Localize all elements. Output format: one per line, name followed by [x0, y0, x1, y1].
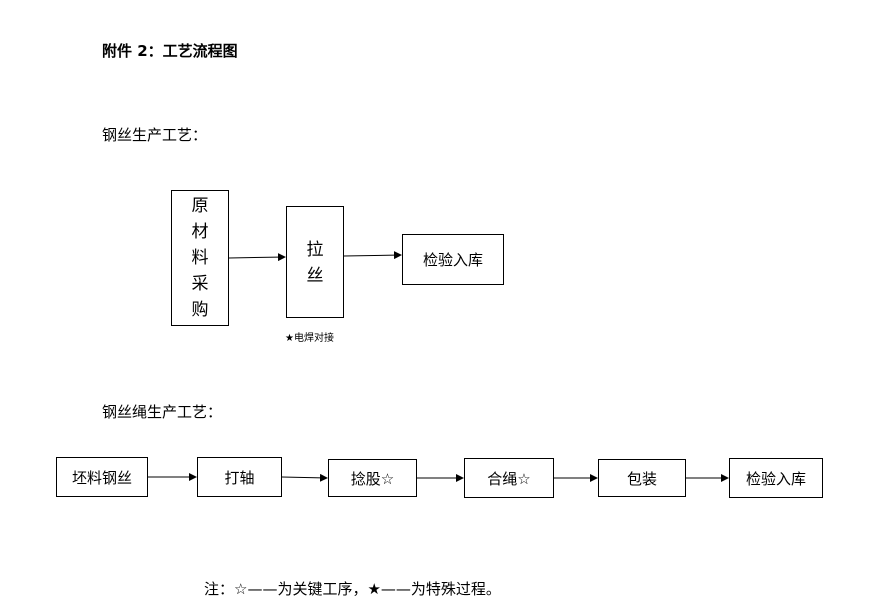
rope-step-label: 坯料钢丝	[71, 468, 132, 487]
rope-step-label: 捻股☆	[350, 469, 395, 488]
raw-material-char: 材	[191, 222, 209, 242]
rope-step-box: 包装	[598, 459, 686, 497]
rope-step-box: 打轴	[197, 457, 282, 497]
rope-step-label: 打轴	[224, 468, 255, 487]
rope-step-box: 坯料钢丝	[56, 457, 148, 497]
wire-inspection-box: 检验入库	[402, 234, 504, 285]
flow-arrow	[228, 253, 286, 262]
rope-step-box: 捻股☆	[328, 459, 417, 497]
page-title: 附件 2：工艺流程图	[102, 42, 238, 60]
raw-material-char: 原	[191, 196, 209, 216]
rope-step-box: 检验入库	[729, 458, 823, 498]
wire-drawing-box: 拉 丝	[286, 206, 344, 318]
wire-drawing-char: 丝	[306, 266, 324, 286]
flow-arrow	[343, 251, 402, 260]
rope-step-label: 检验入库	[745, 469, 806, 488]
wire-process-label: 钢丝生产工艺：	[102, 126, 208, 144]
special-process-note: ★电焊对接	[285, 333, 334, 344]
raw-material-box: 原 材 料 采 购	[171, 190, 229, 326]
raw-material-char: 采	[191, 274, 209, 294]
raw-material-char: 购	[191, 300, 209, 320]
rope-step-label: 合绳☆	[487, 469, 531, 488]
legend-footnote: 注：☆——为关键工序，★——为特殊过程。	[204, 580, 501, 598]
rope-step-label: 包装	[626, 469, 657, 488]
raw-material-char: 料	[191, 248, 209, 268]
wire-inspection-label: 检验入库	[422, 251, 483, 269]
rope-step-box: 合绳☆	[464, 458, 554, 498]
wire-drawing-char: 拉	[306, 240, 324, 260]
flow-arrow	[281, 473, 328, 482]
rope-process-label: 钢丝绳生产工艺：	[102, 403, 223, 421]
